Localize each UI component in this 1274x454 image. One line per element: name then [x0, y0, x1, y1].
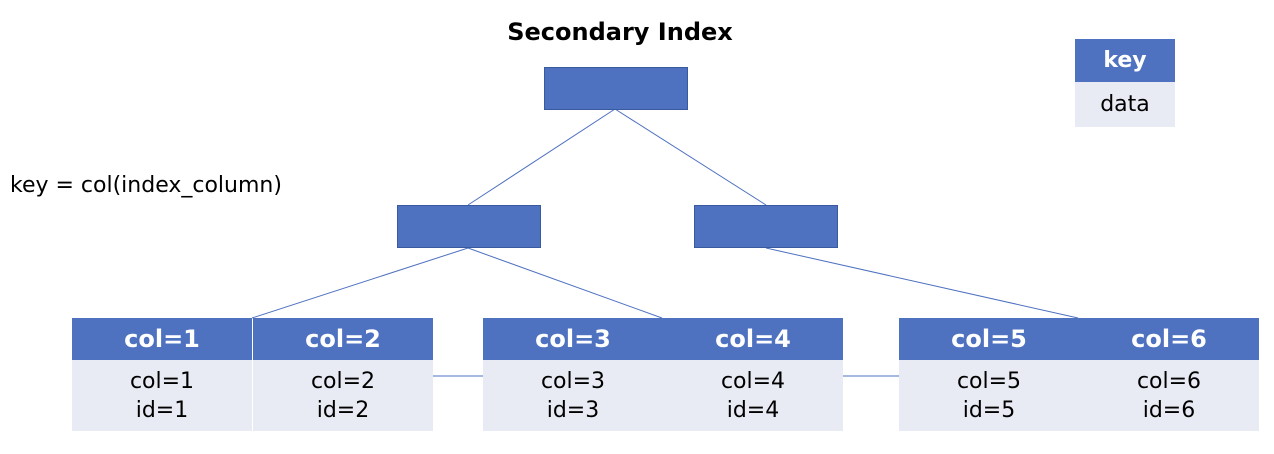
key-annotation: key = col(index_column) [10, 173, 282, 198]
leaf-data-id: id=5 [962, 397, 1016, 423]
root-node [544, 67, 688, 110]
legend: key data [1075, 39, 1175, 127]
leaf-entry: col=3 col=3 id=3 [483, 318, 663, 431]
leaf-data-id: id=2 [316, 397, 370, 423]
leaf-entry: col=4 col=4 id=4 [663, 318, 843, 431]
legend-key: key [1075, 39, 1175, 82]
leaf-data-id: id=6 [1142, 397, 1196, 423]
internal-node-right [694, 205, 838, 248]
leaf-data-id: id=4 [726, 397, 780, 423]
internal-node-left [397, 205, 541, 248]
leaf-data-col: col=5 [956, 368, 1022, 394]
leaf-entry: col=5 col=5 id=5 [899, 318, 1079, 431]
leaf-entry: col=6 col=6 id=6 [1079, 318, 1259, 431]
leaf-data-id: id=1 [135, 397, 189, 423]
legend-data: data [1075, 82, 1175, 127]
edge-root-left [467, 108, 616, 206]
leaf-data: col=2 id=2 [253, 360, 433, 431]
leaf-key: col=4 [663, 318, 843, 360]
leaf-data-col: col=4 [720, 368, 786, 394]
leaf-data: col=4 id=4 [663, 360, 843, 431]
leaf-data: col=6 id=6 [1079, 360, 1259, 431]
edge-root-right [614, 108, 767, 206]
edge-left-leaf34 [467, 247, 663, 319]
leaf-data-col: col=2 [310, 368, 376, 394]
leaf-key: col=3 [483, 318, 663, 360]
leaf-key: col=5 [899, 318, 1079, 360]
leaf-data: col=3 id=3 [483, 360, 663, 431]
edge-right-leaf56 [765, 247, 1079, 319]
leaf-data-col: col=6 [1136, 368, 1202, 394]
leaf-key: col=1 [72, 318, 252, 360]
leaf-entry: col=1 col=1 id=1 [72, 318, 252, 431]
diagram-title: Secondary Index [507, 18, 733, 46]
leaf-key: col=2 [253, 318, 433, 360]
leaf-data: col=1 id=1 [72, 360, 252, 431]
edge-left-leaf12 [251, 247, 469, 319]
leaf-data-col: col=1 [129, 368, 195, 394]
leaf-key: col=6 [1079, 318, 1259, 360]
leaf-entry: col=2 col=2 id=2 [253, 318, 433, 431]
leaf-data-col: col=3 [540, 368, 606, 394]
leaf-data-id: id=3 [546, 397, 600, 423]
leaf-data: col=5 id=5 [899, 360, 1079, 431]
